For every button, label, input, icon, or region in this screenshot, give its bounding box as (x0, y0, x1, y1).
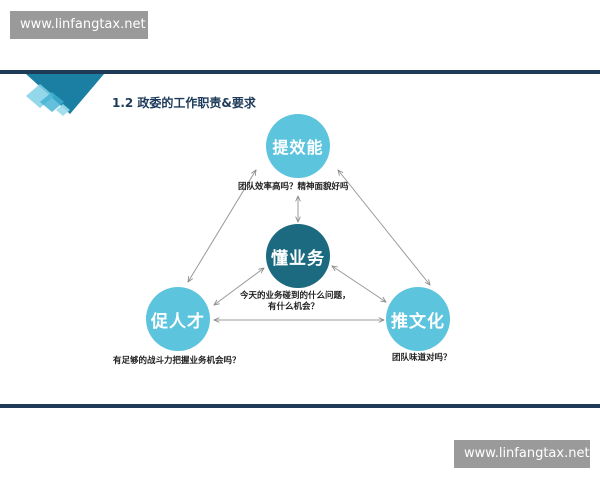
deco-mid-square (40, 92, 64, 112)
caption-center-line2: 有什么机会？ (268, 302, 320, 312)
watermark-bottom: www.linfangtax.net (454, 440, 590, 468)
arrow-center-left (214, 268, 264, 305)
node-promote-culture: 推文化 (386, 287, 450, 351)
arrow-center-right (332, 266, 386, 302)
deco-dark-triangle (26, 74, 104, 114)
slide-title: 1.2 政委的工作职责&要求 (112, 96, 256, 110)
caption-top: 团队效率高吗？精神面貌好吗 (238, 182, 349, 192)
node-understand-business: 懂业务 (266, 224, 330, 288)
node-improve-efficiency: 提效能 (266, 114, 330, 178)
node-promote-talent: 促人才 (146, 287, 210, 351)
caption-right: 团队味道对吗？ (392, 353, 452, 363)
arrow-top-left (188, 170, 256, 282)
caption-left: 有足够的战斗力把握业务机会吗？ (113, 356, 241, 366)
arrow-top-right (338, 170, 430, 285)
bottom-rule (0, 404, 600, 408)
top-rule (0, 70, 600, 74)
deco-small-square (56, 104, 70, 116)
caption-center-line1: 今天的业务碰到的什么问题， (240, 291, 351, 301)
corner-decoration (26, 74, 104, 116)
watermark-top: www.linfangtax.net (10, 11, 148, 39)
